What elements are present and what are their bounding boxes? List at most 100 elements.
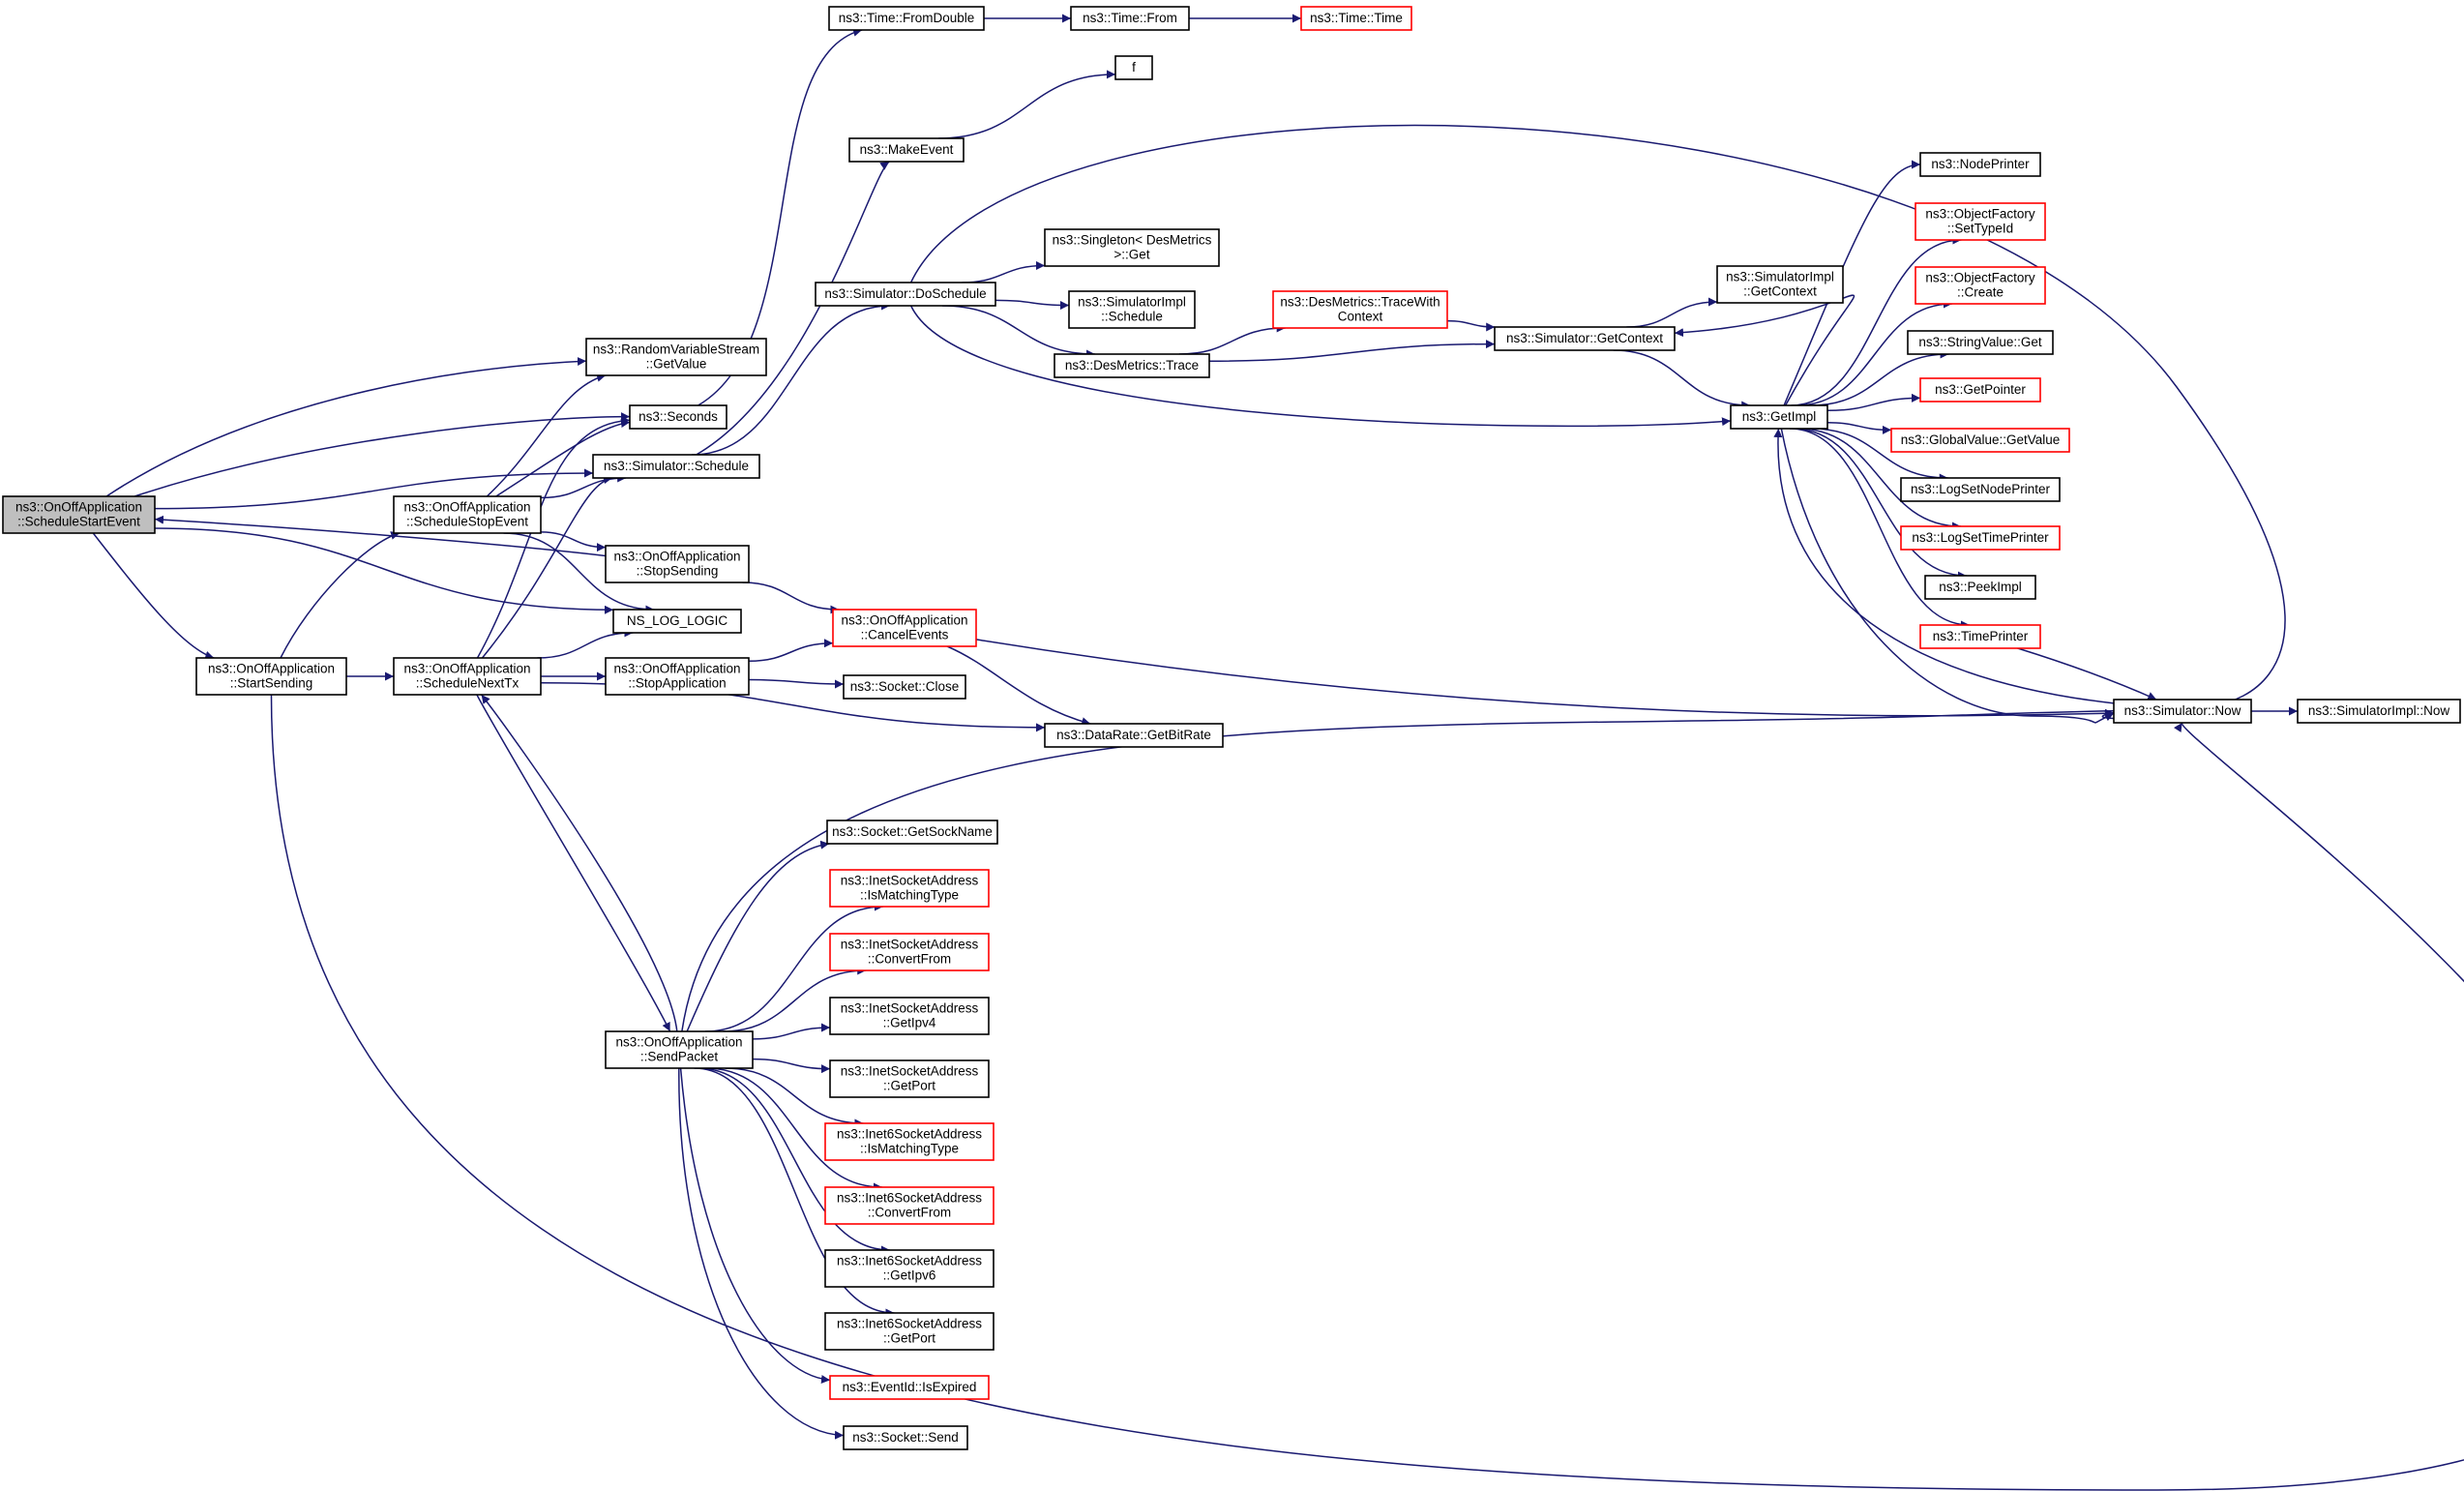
call-edge-line [748, 678, 845, 689]
call-edge-startSending-to-simNow [270, 694, 2464, 1491]
function-node-scheduleNextTx[interactable]: ns3::OnOffApplication::ScheduleNextTx [393, 657, 542, 696]
function-node-globalValueGetValue[interactable]: ns3::GlobalValue::GetValue [1890, 428, 2070, 453]
function-node-logSetNodePrinter[interactable]: ns3::LogSetNodePrinter [1900, 477, 2061, 502]
function-node-scheduleStartEvent[interactable]: ns3::OnOffApplication::ScheduleStartEven… [2, 495, 156, 534]
call-edge-line [686, 840, 830, 1032]
function-node-eventIdIsExpired[interactable]: ns3::EventId::IsExpired [829, 1375, 990, 1400]
call-edge-line [1178, 323, 1286, 355]
call-edge-line [1826, 393, 1921, 412]
function-node-ofCreate[interactable]: ns3::ObjectFactory::Create [1915, 266, 2046, 305]
function-node-label-line: ns3::Socket::Send [852, 1430, 959, 1445]
function-node-box [828, 6, 985, 31]
function-node-peekImpl[interactable]: ns3::PeekImpl [1924, 575, 2036, 600]
function-node-inet6ConvertFrom[interactable]: ns3::Inet6SocketAddress::ConvertFrom [824, 1186, 995, 1225]
function-node-simImplGetContext[interactable]: ns3::SimulatorImpl::GetContext [1716, 265, 1844, 304]
function-node-makeEvent[interactable]: ns3::MakeEvent [848, 137, 965, 163]
function-node-label-line: ns3::SimulatorImpl [1726, 270, 1834, 284]
function-node-stopSending[interactable]: ns3::OnOffApplication::StopSending [605, 545, 750, 583]
function-node-nodePrinter[interactable]: ns3::NodePrinter [1919, 152, 2041, 177]
call-edge-line [1783, 160, 1921, 406]
function-node-inet6GetIpv6[interactable]: ns3::Inet6SocketAddress::GetIpv6 [824, 1249, 995, 1288]
function-node-box [848, 137, 965, 163]
call-edge-sendPacket-to-inetGetIpv4 [752, 1023, 831, 1040]
function-node-simImplSchedule[interactable]: ns3::SimulatorImpl::Schedule [1068, 290, 1196, 329]
call-edge-line [1826, 422, 1892, 434]
function-node-box [824, 1122, 995, 1161]
function-node-label-line: ::StopSending [637, 564, 719, 579]
function-node-sendPacket[interactable]: ns3::OnOffApplication::SendPacket [605, 1030, 754, 1069]
function-node-label-line: ::GetValue [646, 357, 707, 372]
function-node-stringValueGet[interactable]: ns3::StringValue::Get [1907, 330, 2054, 355]
function-node-label-line: ::GetIpv6 [883, 1268, 936, 1283]
function-node-inet6GetPort[interactable]: ns3::Inet6SocketAddress::GetPort [824, 1312, 995, 1351]
function-node-label-line: ::ScheduleStartEvent [17, 515, 140, 529]
call-edge-simNow-to-getImpl [1773, 428, 2115, 704]
call-edge-scheduleStartEvent-to-rvsGetValue [105, 357, 587, 497]
function-node-startSending[interactable]: ns3::OnOffApplication::StartSending [195, 657, 347, 696]
function-node-box [1924, 575, 2036, 600]
function-node-label-line: ns3::Inet6SocketAddress [837, 1127, 982, 1142]
function-node-label-line: ns3::OnOffApplication [208, 662, 335, 676]
function-node-ofSetTypeId[interactable]: ns3::ObjectFactory::SetTypeId [1915, 202, 2046, 241]
function-node-getImpl[interactable]: ns3::GetImpl [1730, 404, 1828, 430]
function-node-label-line: ns3::Inet6SocketAddress [837, 1317, 982, 1331]
function-node-box [1915, 266, 2046, 305]
call-edge-line [280, 531, 401, 659]
call-edge-line [1797, 428, 1962, 531]
call-edge-line [706, 1067, 882, 1192]
function-node-inetGetPort[interactable]: ns3::InetSocketAddress::GetPort [829, 1059, 990, 1098]
call-edge-line [154, 468, 594, 510]
call-edge-desTrace-to-simGetContext [1208, 340, 1496, 362]
function-node-label-line: ns3::DesMetrics::TraceWith [1280, 295, 1440, 310]
function-node-doSchedule[interactable]: ns3::Simulator::DoSchedule [815, 282, 996, 307]
function-node-inetIsMatchingType[interactable]: ns3::InetSocketAddress::IsMatchingType [829, 869, 990, 908]
function-node-cancelEvents[interactable]: ns3::OnOffApplication::CancelEvents [832, 609, 977, 647]
function-node-logSetTimePrinter[interactable]: ns3::LogSetTimePrinter [1900, 525, 2061, 551]
call-edge-line [962, 260, 1046, 283]
call-edge-line [1793, 428, 1967, 581]
function-node-seconds[interactable]: ns3::Seconds [629, 404, 727, 430]
function-node-timePrinter[interactable]: ns3::TimePrinter [1919, 624, 2041, 649]
function-node-inetGetIpv4[interactable]: ns3::InetSocketAddress::GetIpv4 [829, 997, 990, 1035]
call-edge-stopSending-to-scheduleStartEvent [154, 515, 607, 557]
function-node-timeFromDouble[interactable]: ns3::Time::FromDouble [828, 6, 985, 31]
function-node-label-line: ns3::Simulator::DoSchedule [824, 286, 986, 301]
function-node-label-line: ns3::TimePrinter [1933, 629, 2029, 643]
function-node-socketSend[interactable]: ns3::Socket::Send [843, 1425, 968, 1450]
function-node-box [843, 674, 966, 700]
function-node-label-line: ns3::Inet6SocketAddress [837, 1254, 982, 1268]
function-node-simGetContext[interactable]: ns3::Simulator::GetContext [1494, 326, 1676, 351]
function-node-inet6IsMatchingType[interactable]: ns3::Inet6SocketAddress::IsMatchingType [824, 1122, 995, 1161]
function-node-singletonGet[interactable]: ns3::Singleton< DesMetrics >::Get [1044, 228, 1220, 267]
function-node-f[interactable]: f [1114, 55, 1153, 80]
nodes-layer: ns3::OnOffApplication::ScheduleStartEven… [2, 6, 2461, 1450]
function-node-socketClose[interactable]: ns3::Socket::Close [843, 674, 966, 700]
function-node-label-line: ::ConvertFrom [868, 952, 951, 967]
function-node-nsLogLogic[interactable]: NS_LOG_LOGIC [612, 609, 742, 634]
function-node-label-line: ns3::LogSetTimePrinter [1912, 530, 2049, 545]
function-node-rvsGetValue[interactable]: ns3::RandomVariableStream::GetValue [585, 338, 767, 376]
call-edge-line [1446, 319, 1496, 332]
function-node-stopApplication[interactable]: ns3::OnOffApplication::StopApplication [605, 657, 750, 696]
function-node-timeFrom[interactable]: ns3::Time::From [1070, 6, 1190, 31]
function-node-getBitRate[interactable]: ns3::DataRate::GetBitRate [1044, 723, 1224, 748]
call-edge-startSending-to-scheduleStopEvent [280, 531, 401, 659]
function-node-getPointer[interactable]: ns3::GetPointer [1919, 377, 2041, 403]
function-node-simImplNow[interactable]: ns3::SimulatorImpl::Now [2297, 699, 2461, 724]
function-node-simNow[interactable]: ns3::Simulator::Now [2113, 699, 2252, 724]
function-node-simSchedule[interactable]: ns3::Simulator::Schedule [592, 454, 760, 479]
call-edge-getImpl-to-logSetTimePrinter [1797, 428, 1962, 531]
call-edge-line [722, 966, 867, 1032]
function-node-getSockName[interactable]: ns3::Socket::GetSockName [826, 820, 998, 845]
function-node-label-line: ::StartSending [230, 676, 313, 691]
function-node-desTrace[interactable]: ns3::DesMetrics::Trace [1054, 353, 1210, 378]
function-node-inetConvertFrom[interactable]: ns3::InetSocketAddress::ConvertFrom [829, 933, 990, 971]
call-edge-line [975, 639, 2115, 718]
call-edge-line [941, 305, 1096, 359]
function-node-timeTime[interactable]: ns3::Time::Time [1300, 6, 1412, 31]
function-node-label-line: ns3::MakeEvent [860, 142, 954, 157]
call-edge-line [909, 305, 1732, 428]
function-node-scheduleStopEvent[interactable]: ns3::OnOffApplication::ScheduleStopEvent [393, 495, 542, 534]
